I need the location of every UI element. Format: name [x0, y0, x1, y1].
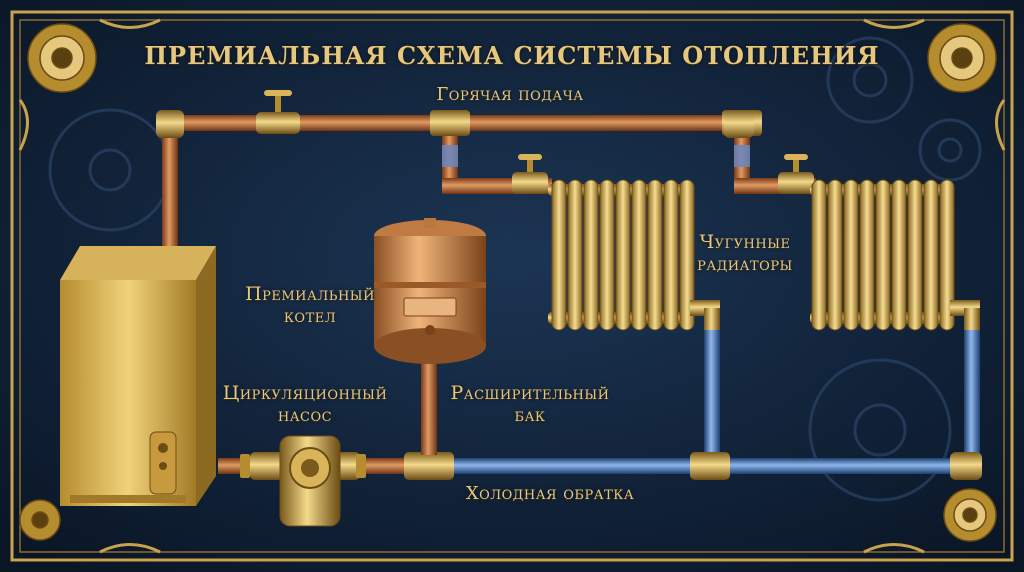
tank-label: Расширительный бак [440, 382, 620, 427]
cold-return-label: Холодная обратка [465, 483, 635, 504]
radiators-label-line2: радиаторы [697, 252, 793, 275]
hot-supply-label: Горячая подача [436, 84, 584, 105]
radiators-label: Чугунные радиаторы [670, 231, 820, 276]
boiler-label-line2: котел [283, 304, 337, 327]
radiators-label-line1: Чугунные [699, 231, 791, 253]
boiler-label: Премиальный котел [220, 283, 400, 328]
pump-label-line2: насос [277, 403, 333, 426]
tank-label-line2: бак [514, 403, 546, 426]
tank-label-line1: Расширительный [450, 382, 610, 404]
boiler-label-line1: Премиальный [245, 283, 375, 305]
pump-label-line1: Циркуляционный [222, 382, 388, 404]
diagram-title: ПРЕМИАЛЬНАЯ СХЕМА СИСТЕМЫ ОТОПЛЕНИЯ [144, 41, 880, 70]
pump-label: Циркуляционный насос [210, 382, 400, 427]
